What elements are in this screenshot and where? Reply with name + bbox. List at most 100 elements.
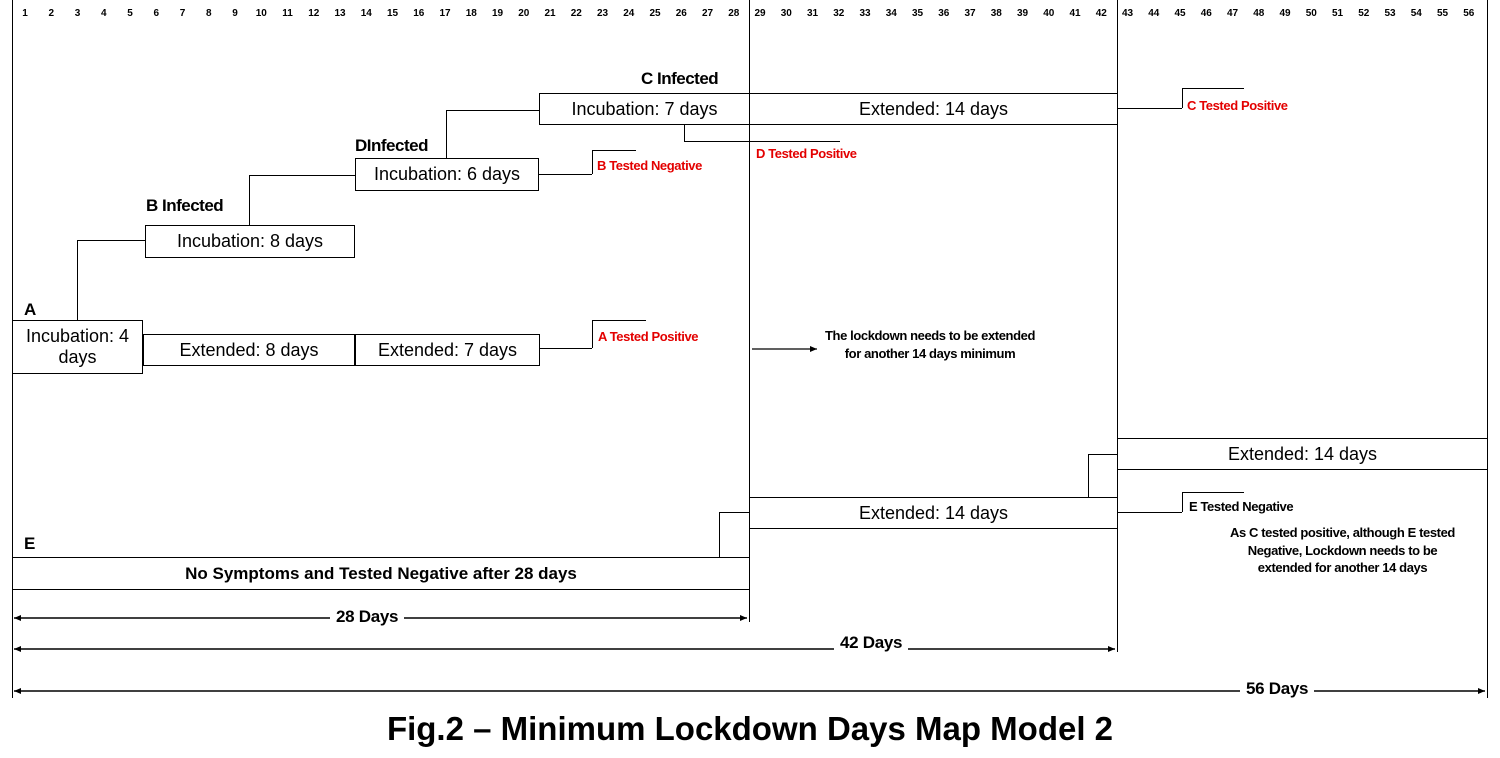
day-number: 16 xyxy=(413,8,425,19)
c-e-note-line-3: extended for another 14 days xyxy=(1257,560,1428,576)
day-number: 1 xyxy=(22,8,28,19)
day-number: 51 xyxy=(1331,8,1344,19)
day-number: 32 xyxy=(833,8,845,19)
day-number: 11 xyxy=(282,8,293,19)
day-number: 46 xyxy=(1200,8,1212,19)
day-number: 15 xyxy=(386,8,399,19)
day-28-boundary-line xyxy=(749,0,750,622)
day-number: 43 xyxy=(1121,8,1134,19)
day-number: 40 xyxy=(1043,8,1055,19)
e-result-line xyxy=(1117,512,1182,513)
b-incubation-box: Incubation: 8 days xyxy=(145,225,355,258)
day-number: 26 xyxy=(675,8,687,19)
day-56-boundary-line xyxy=(1487,0,1488,698)
c-e-note-line-2: Negative, Lockdown needs to be xyxy=(1247,542,1438,558)
lockdown-extension-note: The lockdown needs to be extended for an… xyxy=(800,327,1060,362)
day-number: 53 xyxy=(1384,8,1396,19)
lockdown-note-line-2: for another 14 days minimum xyxy=(844,345,1016,361)
ext1-to-ext2-connector xyxy=(1088,454,1089,499)
day-number: 33 xyxy=(859,8,871,19)
duration-42-days: 42 Days xyxy=(834,633,909,653)
day-number: 25 xyxy=(649,8,661,19)
c-to-d-result-connector xyxy=(684,125,685,141)
result-c-positive: C Tested Positive xyxy=(1187,98,1288,113)
day-number: 13 xyxy=(334,8,346,19)
a-result-top xyxy=(592,320,646,321)
e-extended-14-first-box: Extended: 14 days xyxy=(749,497,1118,529)
d-incubation-box: Incubation: 6 days xyxy=(355,158,539,191)
day-number: 35 xyxy=(911,8,924,19)
day-number: 3 xyxy=(74,8,81,19)
day-number: 9 xyxy=(232,8,238,19)
day-number: 36 xyxy=(938,8,950,19)
b-result-top xyxy=(592,150,636,151)
figure-title: Fig.2 – Minimum Lockdown Days Map Model … xyxy=(386,710,1114,747)
a-to-b-connector xyxy=(77,240,78,320)
e-result-top xyxy=(1182,492,1244,493)
day-number: 7 xyxy=(179,8,186,19)
result-b-negative: B Tested Negative xyxy=(597,158,702,173)
day-number: 17 xyxy=(439,8,451,19)
e-extended-14-second-box: Extended: 14 days xyxy=(1117,438,1488,470)
c-result-line xyxy=(1117,108,1182,109)
result-e-negative: E Tested Negative xyxy=(1189,499,1294,514)
b-to-d-connector-h xyxy=(249,175,355,176)
label-b-infected: B Infected xyxy=(146,196,224,215)
day-number: 30 xyxy=(780,8,792,19)
day-number: 49 xyxy=(1279,8,1291,19)
duration-56-days: 56 Days xyxy=(1240,679,1315,699)
day-number: 52 xyxy=(1358,8,1370,19)
day-number: 6 xyxy=(153,8,160,19)
day-number: 48 xyxy=(1253,8,1265,19)
day-number: 38 xyxy=(990,8,1002,19)
day-number: 39 xyxy=(1016,8,1029,19)
a-incubation-box: Incubation: 4 days xyxy=(12,320,143,374)
c-extended-14-box: Extended: 14 days xyxy=(749,93,1118,125)
day-number: 41 xyxy=(1069,8,1081,19)
day-number: 14 xyxy=(360,8,372,19)
day-number: 54 xyxy=(1410,8,1422,19)
day-number: 23 xyxy=(596,8,609,19)
d-to-c-connector-h xyxy=(446,110,539,111)
result-a-positive: A Tested Positive xyxy=(598,329,699,344)
c-incubation-box: Incubation: 7 days xyxy=(539,93,750,125)
c-result-top xyxy=(1182,88,1244,89)
day-number: 37 xyxy=(964,8,976,19)
a-extended-7-box: Extended: 7 days xyxy=(355,334,540,366)
b-result-line xyxy=(539,174,592,175)
day-number: 56 xyxy=(1463,8,1475,19)
a-extended-8-box: Extended: 8 days xyxy=(143,334,355,366)
label-c-infected: C Infected xyxy=(641,69,719,88)
day-number: 42 xyxy=(1095,8,1107,19)
day-number: 31 xyxy=(806,8,819,19)
day-number: 29 xyxy=(754,8,766,19)
e-result-tick xyxy=(1182,492,1183,512)
b-to-d-connector xyxy=(249,175,250,225)
day-number: 24 xyxy=(623,8,635,19)
c-e-note: As C tested positive, although E tested … xyxy=(1190,524,1495,577)
day-number: 21 xyxy=(544,8,556,19)
d-result-line xyxy=(684,141,840,142)
day-number: 22 xyxy=(570,8,582,19)
b-result-tick xyxy=(592,150,593,174)
day-number: 5 xyxy=(127,8,133,19)
day-number: 10 xyxy=(255,8,267,19)
day-42-boundary-line xyxy=(1117,0,1118,652)
a-to-b-connector-h xyxy=(77,240,145,241)
day-number: 27 xyxy=(701,8,714,19)
day-number: 12 xyxy=(308,8,320,19)
d-to-c-connector xyxy=(446,110,447,158)
day-number: 4 xyxy=(100,8,107,19)
day-number: 8 xyxy=(205,8,212,19)
label-e: E xyxy=(24,534,35,553)
day-number: 50 xyxy=(1305,8,1317,19)
lockdown-note-line-1: The lockdown needs to be extended xyxy=(824,328,1035,343)
label-a: A xyxy=(24,300,36,319)
a-result-line xyxy=(539,348,592,349)
day-number: 19 xyxy=(491,8,504,19)
day-number: 55 xyxy=(1436,8,1449,19)
result-d-positive: D Tested Positive xyxy=(756,146,857,161)
day-number: 2 xyxy=(48,8,55,19)
day-number: 28 xyxy=(728,8,740,19)
day-number: 34 xyxy=(885,8,897,19)
